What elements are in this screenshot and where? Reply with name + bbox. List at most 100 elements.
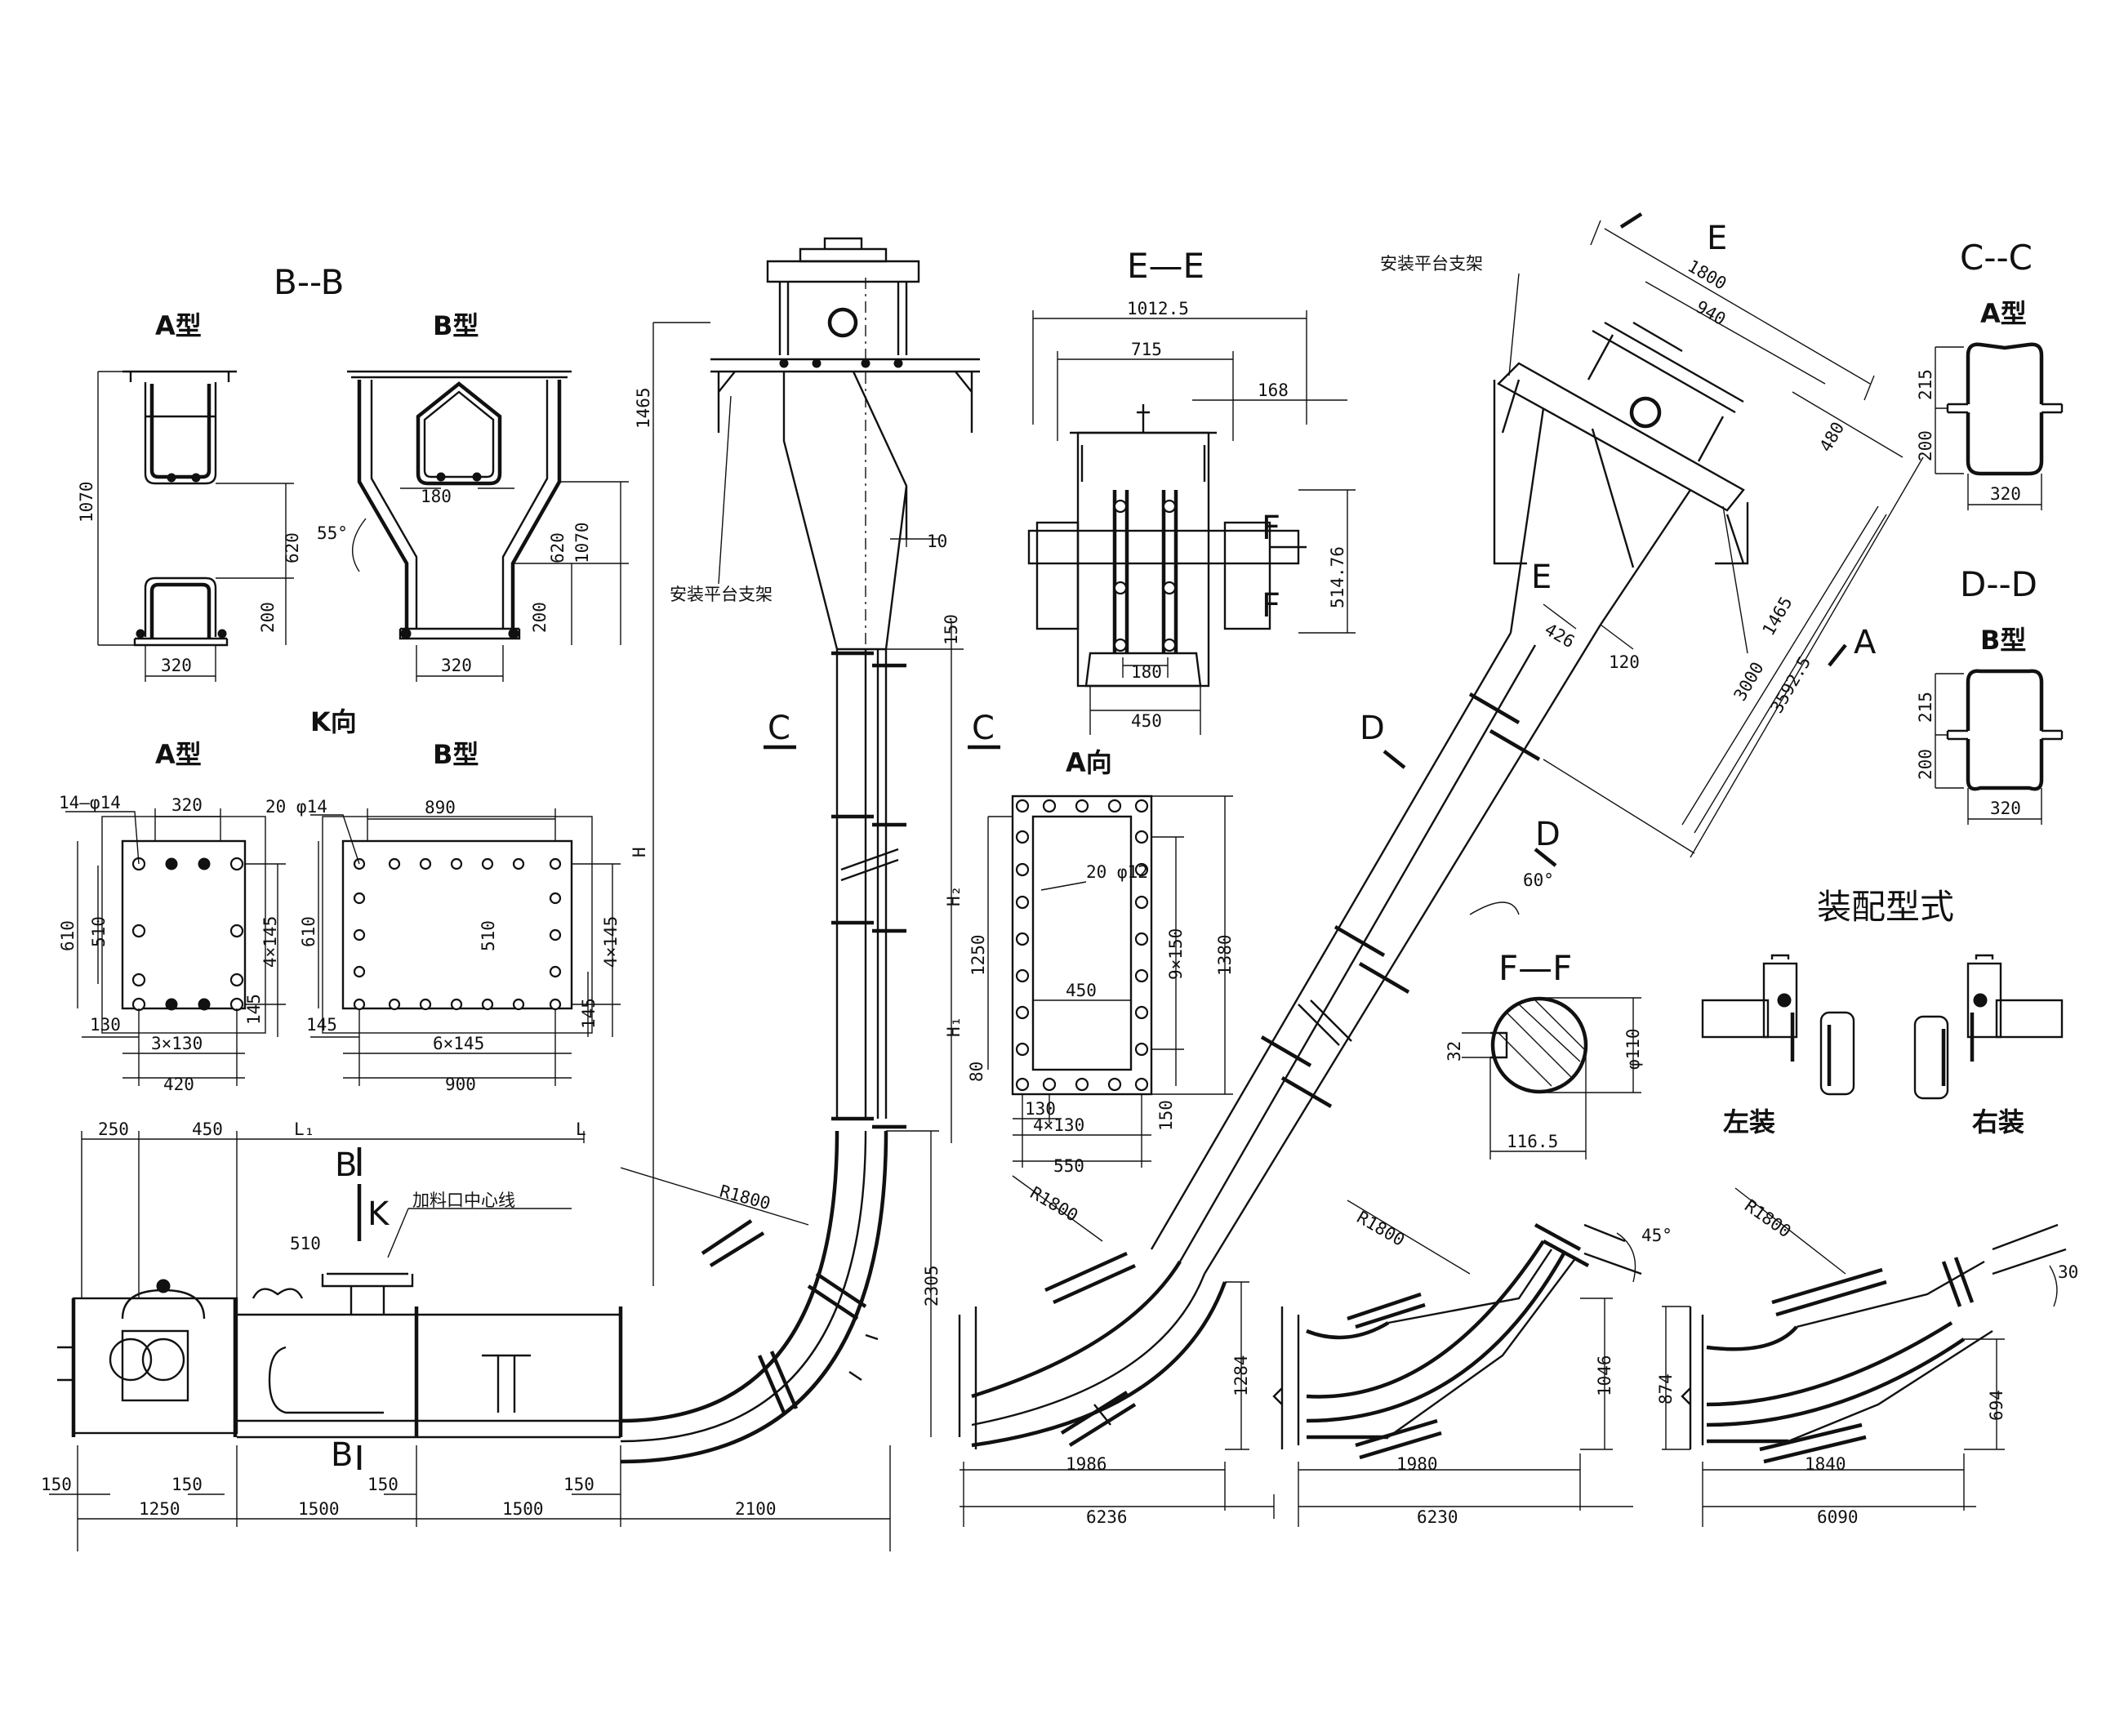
ff-dim-116: 116.5	[1507, 1132, 1558, 1151]
incline-dim-480: 480	[1816, 419, 1849, 456]
bend45-dim-r1800: R1800	[1354, 1208, 1409, 1250]
ee-shaft-assembly	[1027, 404, 1307, 688]
bb-a-lower-profile	[133, 576, 229, 647]
k-a-flange	[101, 816, 266, 1034]
cc-dim-200: 200	[1916, 430, 1935, 461]
main-section-c-right: C	[972, 710, 995, 747]
k-b-dim-145-left: 145	[306, 1015, 337, 1035]
k-b-holes: 20 φ14	[265, 797, 327, 817]
ee-section-f-lower: F	[1262, 587, 1280, 625]
bend45-dim-1980: 1980	[1396, 1454, 1438, 1474]
incline-casing	[1150, 624, 1602, 1275]
main-dim-H1: H₁	[944, 1017, 964, 1037]
k-a-dim-610: 610	[58, 920, 78, 951]
k-a-dim-510: 510	[89, 916, 109, 947]
bend45-dim-6230: 6230	[1417, 1507, 1458, 1527]
incline-section-d-upper: D	[1360, 710, 1385, 747]
ee-dim-180: 180	[1131, 662, 1162, 682]
main-dim-450: 450	[192, 1119, 223, 1139]
incline-dim-1284: 1284	[1231, 1355, 1251, 1396]
k-a-holes: 14—φ14	[59, 793, 121, 812]
assembly-right-label: 右装	[1972, 1106, 2024, 1137]
k-a-dim-3x130: 3×130	[151, 1034, 203, 1053]
bend30-dim-874: 874	[1656, 1373, 1676, 1404]
incline-dim-3592: 3592.5	[1767, 653, 1815, 717]
view-a: A向 20 φ12 9×150 1380 1250 450 80 150 130…	[967, 747, 1235, 1176]
view-a-dim-4x130: 4×130	[1033, 1115, 1084, 1135]
main-dim-150b: 150	[171, 1475, 203, 1494]
ee-dim-168: 168	[1258, 381, 1289, 400]
main-view-k: K	[367, 1195, 390, 1233]
k-a-dim-320: 320	[171, 795, 203, 815]
section-bb: B--B A型 B型 1070 620 200 320 55° 180 1070…	[77, 262, 629, 682]
incline-view-a: A	[1854, 624, 1877, 661]
main-section-b-lower: B	[331, 1436, 353, 1474]
k-a-dim-4x145: 4×145	[260, 916, 280, 968]
main-drive-head	[710, 237, 980, 433]
section-bb-a-type: A型	[155, 310, 202, 341]
incline-dim-6236: 6236	[1086, 1507, 1128, 1527]
main-dim-l: L	[576, 1119, 586, 1139]
ee-dim-1012: 1012.5	[1127, 299, 1189, 318]
view-a-dim-150: 150	[1156, 1100, 1176, 1131]
bend30-dim-angle: 30	[2058, 1262, 2078, 1282]
ee-dim-450: 450	[1131, 711, 1162, 731]
main-dim-1500b: 1500	[502, 1499, 544, 1519]
bb-dim-620b: 620	[548, 532, 568, 563]
section-bb-b-type: B型	[433, 310, 479, 341]
k-b-dim-900: 900	[445, 1075, 476, 1094]
section-cc-title: C--C	[1960, 238, 2033, 278]
bend-45-view: R1800 45° 1046 1980 6230	[1272, 1200, 1672, 1527]
bb-dim-200: 200	[258, 602, 278, 633]
section-cc: C--C A型 215 200 320	[1916, 238, 2064, 510]
k-b-dim-610: 610	[299, 916, 318, 947]
view-a-dim-9x150: 9×150	[1166, 928, 1186, 980]
bend30-dim-1840: 1840	[1805, 1454, 1846, 1474]
ee-section-f-upper: F	[1262, 510, 1280, 547]
bb-dim-320b: 320	[441, 656, 472, 675]
view-k-b-type: B型	[433, 739, 479, 770]
incline-dim-1465: 1465	[1759, 594, 1797, 639]
k-a-dim-420: 420	[163, 1075, 194, 1094]
view-a-dim-550: 550	[1053, 1156, 1084, 1176]
main-dim-150d: 150	[563, 1475, 594, 1494]
incline-section-e-top: E	[1707, 220, 1727, 257]
assembly-left-sketch	[1701, 954, 1855, 1096]
main-dim-l1: L₁	[294, 1119, 314, 1139]
main-dim-510: 510	[290, 1234, 321, 1253]
main-dim-1465: 1465	[634, 387, 653, 429]
k-b-dim-6x145: 6×145	[433, 1034, 484, 1053]
bend30-dim-r1800: R1800	[1741, 1195, 1795, 1241]
assembly-right-sketch	[1913, 954, 2064, 1100]
bend45-dim-1046: 1046	[1595, 1355, 1614, 1396]
bb-dim-200b: 200	[530, 602, 550, 633]
main-dim-150e: 150	[942, 614, 961, 645]
ee-dim-514: 514.76	[1328, 546, 1347, 608]
bb-dim-180: 180	[421, 487, 452, 506]
view-a-dim-450: 450	[1066, 981, 1097, 1000]
k-b-dim-890: 890	[425, 798, 456, 817]
main-tail-section	[57, 1272, 623, 1439]
bend30-dim-694: 694	[1987, 1390, 2006, 1421]
view-k: K向 A型 B型 14—φ14 320 610 510 4×145 145 13…	[58, 706, 621, 1094]
incline-dim-426: 426	[1542, 620, 1578, 652]
k-a-dim-130: 130	[90, 1015, 121, 1035]
main-section-b-upper: B	[335, 1146, 357, 1184]
incline-dim-1986: 1986	[1066, 1454, 1107, 1474]
incline-bend	[958, 1251, 1227, 1449]
section-dd-type: B型	[1980, 625, 2026, 656]
view-a-dim-1380: 1380	[1215, 934, 1235, 976]
cc-dim-215: 215	[1916, 369, 1935, 400]
k-a-dim-145: 145	[244, 994, 264, 1025]
ff-dim-110: φ110	[1623, 1028, 1643, 1070]
ff-dim-32: 32	[1445, 1041, 1464, 1062]
incline-section-e-mid: E	[1531, 559, 1552, 596]
assembly-types: 装配型式 左装 右装	[1701, 887, 2064, 1137]
main-dim-150c: 150	[367, 1475, 399, 1494]
main-dim-10: 10	[927, 532, 947, 551]
bend45-dim-angle: 45°	[1641, 1226, 1672, 1245]
incline-section-d-lower: D	[1535, 816, 1561, 853]
bend-30-view: R1800 30 874 694 1840 6090	[1656, 1187, 2078, 1527]
k-b-dim-4x145: 4×145	[601, 916, 621, 968]
